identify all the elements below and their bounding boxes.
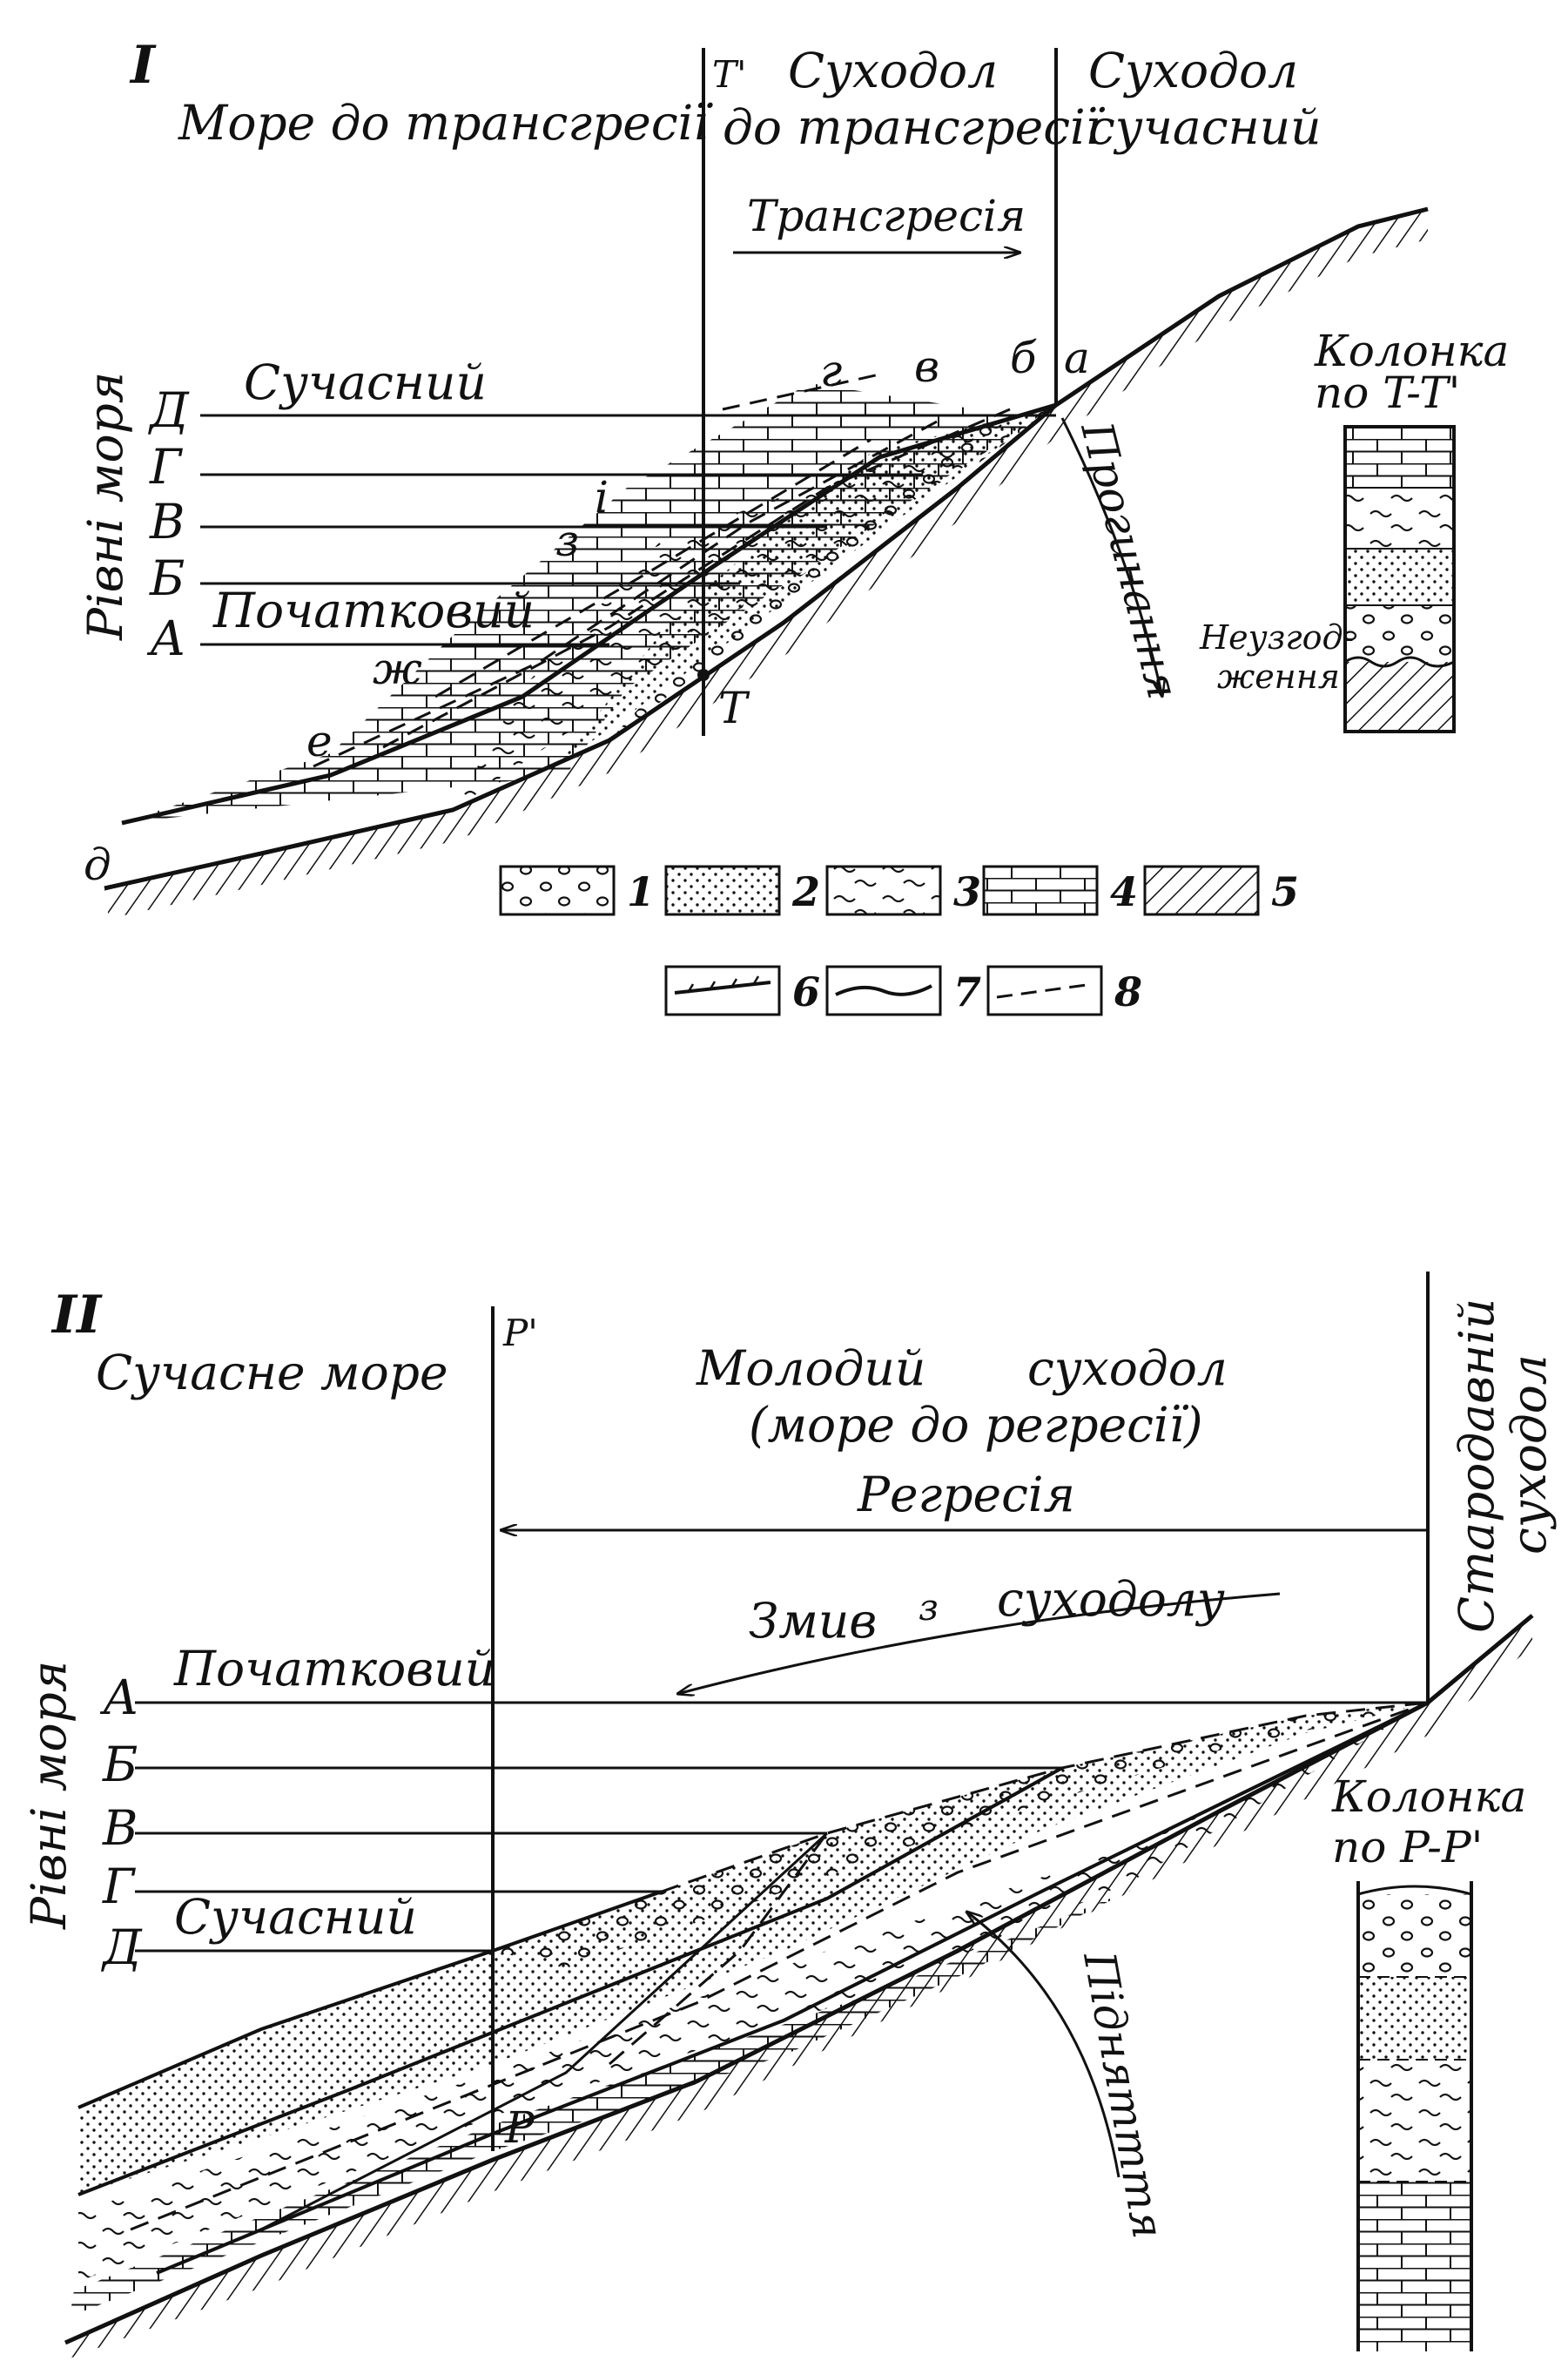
point-e-label: е <box>306 716 333 766</box>
present-sea-label: Сучасне море <box>96 1345 448 1400</box>
transgressive-sediments <box>121 373 1057 826</box>
column-p-p <box>1356 1881 1473 2351</box>
legend-number-4: 4 <box>1110 868 1138 915</box>
uplift-arrow <box>966 1912 1120 2178</box>
point-d-label: д <box>84 840 111 890</box>
washout-arrow <box>677 1592 1281 1694</box>
subsidence-label: Прогинання <box>1071 416 1188 704</box>
initial-level-label-2: Початковий <box>173 1641 495 1697</box>
unconformity-label-line2: ження <box>1217 658 1340 696</box>
young-land-label-line3: (море до регресії) <box>749 1397 1203 1453</box>
current-level-label-2: Сучасний <box>174 1889 417 1945</box>
legend-item-3: 3 <box>825 865 981 916</box>
panel-1-numeral: I <box>129 35 157 96</box>
level-v-label: В <box>149 494 185 550</box>
p-bottom-label: P <box>504 2102 535 2153</box>
young-land-label-line2: суходол <box>1027 1340 1228 1396</box>
column-2-title-line1: Колонка <box>1331 1771 1526 1822</box>
point-g-label: г <box>820 346 842 396</box>
present-land-label-line2: сучасний <box>1088 99 1322 155</box>
transgression-label: Трансгресія <box>747 191 1026 241</box>
level-g-label: Г <box>149 439 183 495</box>
legend-item-7: 7 <box>825 965 981 1016</box>
level-g-label-2: Г <box>102 1858 136 1914</box>
level-d-label: Д <box>148 382 190 438</box>
panel-2: II Сучасне море P' Молодий суходол (море… <box>21 1272 1557 2358</box>
regressive-sediments <box>70 1701 1429 2317</box>
legend-number-6: 6 <box>792 968 820 1015</box>
column-1-title-line1: Колонка <box>1314 326 1509 376</box>
point-i-label: і <box>595 472 609 523</box>
uplift-label: Піднятття <box>1073 1947 1174 2243</box>
sea-levels-axis-label-2: Рівні моря <box>21 1661 77 1930</box>
column-1-title-line2: по T-T' <box>1315 368 1460 418</box>
legend-item-1: 1 <box>499 865 655 916</box>
washout-label-3: суходолу <box>997 1571 1225 1627</box>
point-a-label: а <box>1064 333 1090 383</box>
legend-number-2: 2 <box>791 868 820 915</box>
legend-number-3: 3 <box>953 868 981 915</box>
sea-before-transgression-label: Море до трансгресії <box>178 95 713 151</box>
t-bottom-label: T <box>718 683 750 733</box>
current-level-label: Сучасний <box>244 354 487 410</box>
legend-number-8: 8 <box>1114 968 1142 1015</box>
sea-level-lines-2 <box>135 1701 1428 1953</box>
washout-label-2: з <box>919 1586 939 1629</box>
basement-hatching-2 <box>65 1616 1532 2358</box>
land-before-label-line2: до трансгресії <box>723 99 1106 155</box>
legend-number-7: 7 <box>953 968 981 1015</box>
t-prime-label: T' <box>712 53 747 96</box>
legend-item-5: 5 <box>1143 865 1299 916</box>
level-v-label-2: В <box>102 1800 138 1856</box>
legend-item-4: 4 <box>982 865 1138 916</box>
ancient-land-label-line1: Стародавній <box>1449 1299 1504 1633</box>
legend-item-2: 2 <box>664 865 820 916</box>
legend: 1 2 3 4 5 6 7 <box>499 865 1299 1016</box>
level-a-label-2: А <box>99 1670 139 1725</box>
regression-label: Регресія <box>857 1467 1075 1522</box>
level-b-label-2: Б <box>102 1737 138 1792</box>
ancient-land-label-line2: суходол <box>1501 1354 1557 1555</box>
point-zh-label: ж <box>373 644 422 694</box>
legend-number-1: 1 <box>627 868 655 915</box>
point-v-label: в <box>914 341 939 392</box>
legend-item-8: 8 <box>986 965 1142 1016</box>
subsidence-arrow <box>1060 417 1162 697</box>
unconformity-label-line1: Неузгод- <box>1199 618 1354 657</box>
level-d-label-2: Д <box>101 1919 143 1975</box>
sea-levels-axis-label: Рівні моря <box>77 372 133 641</box>
panel-2-numeral: II <box>50 1285 103 1346</box>
young-land-label-line1: Молодий <box>696 1340 925 1396</box>
basement-hatching <box>104 209 1428 919</box>
present-land-label-line1: Суходол <box>1088 43 1298 98</box>
point-z-label: з <box>555 516 579 566</box>
legend-item-6: 6 <box>664 965 820 1016</box>
legend-number-5: 5 <box>1271 868 1299 915</box>
panel-1: I Море до трансгресії T' Суходол до тран… <box>77 35 1509 919</box>
land-before-label-line1: Суходол <box>788 43 998 98</box>
column-t-t <box>1343 425 1456 733</box>
level-a-label: А <box>146 610 186 666</box>
p-prime-label: P' <box>502 1312 538 1354</box>
washout-label-1: Змив <box>749 1593 877 1649</box>
column-2-title-line2: по P-P' <box>1332 1822 1483 1872</box>
point-b-label: б <box>1010 333 1037 383</box>
level-b-label: Б <box>149 550 185 606</box>
t-point <box>697 669 710 681</box>
